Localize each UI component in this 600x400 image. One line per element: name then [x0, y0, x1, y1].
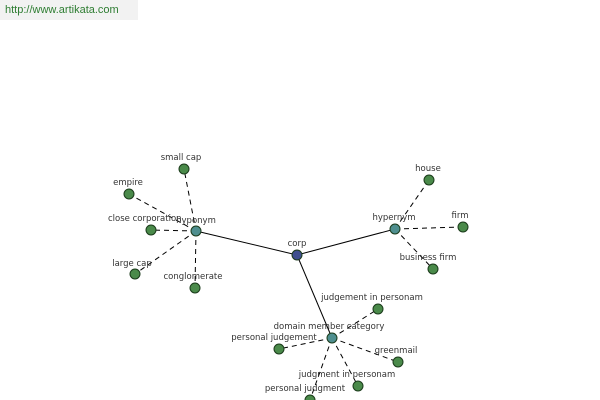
- node-corp[interactable]: [291, 249, 303, 261]
- edges-layer: [128, 168, 464, 400]
- label-house[interactable]: house: [415, 164, 441, 174]
- node-judgement-in-personam[interactable]: [372, 303, 384, 315]
- label-domain[interactable]: domain member category: [274, 322, 385, 332]
- edge-hyponym-close-corporation: [150, 229, 197, 232]
- edge-domain-personal-judgment: [309, 337, 333, 400]
- node-personal-judgment[interactable]: [304, 394, 316, 400]
- node-judgment-in-personam[interactable]: [352, 380, 364, 392]
- edge-hypernym-house: [394, 179, 430, 230]
- edge-corp-hypernym: [296, 228, 396, 256]
- label-greenmail[interactable]: greenmail: [375, 346, 418, 356]
- node-empire[interactable]: [123, 188, 135, 200]
- edge-hypernym-firm: [394, 226, 464, 230]
- node-hyponym[interactable]: [190, 225, 202, 237]
- label-judgment-in-personam[interactable]: judgment in personam: [298, 370, 396, 380]
- label-conglomerate[interactable]: conglomerate: [164, 272, 223, 282]
- edge-domain-greenmail: [331, 337, 399, 363]
- label-business-firm[interactable]: business firm: [400, 253, 457, 263]
- label-corp[interactable]: corp: [288, 239, 307, 249]
- label-hypernym[interactable]: hypernym: [372, 213, 415, 223]
- label-personal-judgment[interactable]: personal judgment: [265, 384, 346, 394]
- node-large-cap[interactable]: [129, 268, 141, 280]
- node-close-corporation[interactable]: [145, 224, 157, 236]
- edge-hyponym-conglomerate: [194, 230, 197, 289]
- label-firm[interactable]: firm: [452, 211, 469, 221]
- edge-hyponym-empire: [128, 193, 197, 232]
- label-small-cap[interactable]: small cap: [161, 153, 202, 163]
- node-greenmail[interactable]: [392, 356, 404, 368]
- node-firm[interactable]: [457, 221, 469, 233]
- edge-domain-judgement-in-personam: [331, 308, 379, 339]
- label-large-cap[interactable]: large cap: [112, 259, 152, 269]
- edge-domain-judgment-in-personam: [331, 337, 359, 387]
- edge-domain-personal-judgement: [278, 337, 333, 350]
- labels-layer: corp hyponym hypernym domain member categor…: [108, 153, 468, 394]
- url-link[interactable]: http://www.artikata.com: [5, 4, 119, 16]
- edge-hypernym-business-firm: [394, 228, 434, 270]
- edge-hyponym-small-cap: [183, 168, 197, 232]
- edge-corp-hyponym: [195, 230, 298, 256]
- node-business-firm[interactable]: [427, 263, 439, 275]
- label-judgement-in-personam[interactable]: judgement in personam: [320, 293, 423, 303]
- nodes-layer: [123, 163, 469, 400]
- label-close-corporation[interactable]: close corporation: [108, 214, 182, 224]
- edge-hyponym-large-cap: [134, 230, 197, 275]
- label-hyponym[interactable]: hyponym: [176, 216, 216, 226]
- label-empire[interactable]: empire: [113, 178, 143, 188]
- url-bar: http://www.artikata.com: [0, 0, 138, 20]
- node-house[interactable]: [423, 174, 435, 186]
- node-conglomerate[interactable]: [189, 282, 201, 294]
- label-personal-judgement[interactable]: personal judgement: [231, 333, 317, 343]
- node-domain[interactable]: [326, 332, 338, 344]
- node-small-cap[interactable]: [178, 163, 190, 175]
- edge-corp-domain: [296, 254, 333, 339]
- node-hypernym[interactable]: [389, 223, 401, 235]
- node-personal-judgement[interactable]: [273, 343, 285, 355]
